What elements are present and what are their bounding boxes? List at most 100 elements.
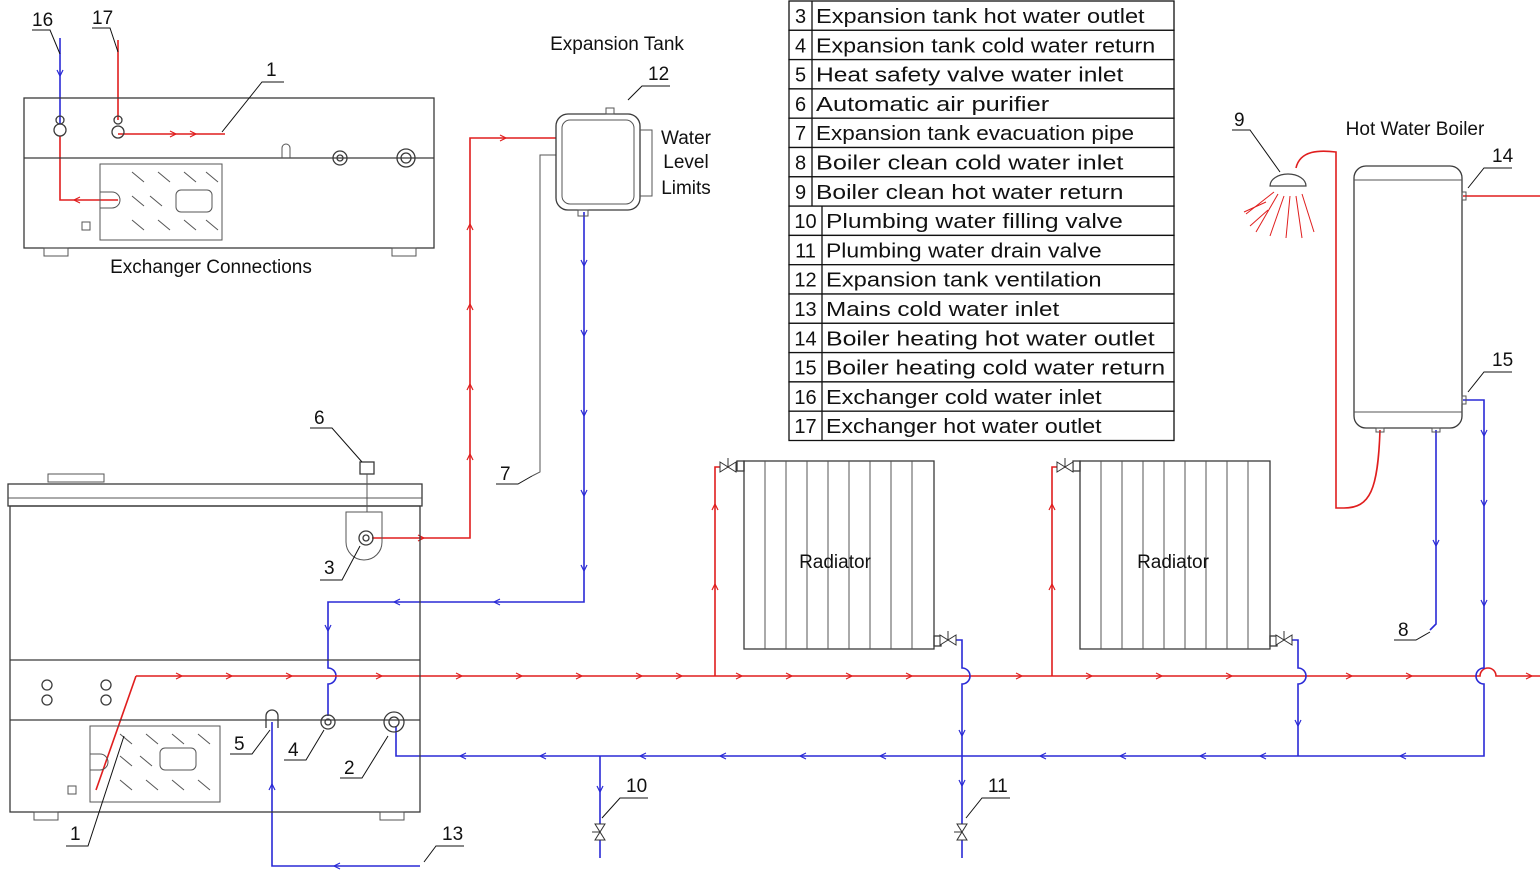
caption-radiator-2: Radiator	[1137, 552, 1209, 573]
caption-water-level-1: Water	[661, 128, 712, 149]
legend-row	[788, 381, 1175, 412]
legend-row	[788, 29, 1175, 61]
caption-water-level-2: Level	[663, 152, 708, 173]
legend-number: 6	[795, 94, 806, 116]
legend-number: 7	[795, 123, 806, 145]
valves	[592, 458, 1293, 841]
callout-10: 10	[626, 776, 647, 797]
legend-row	[788, 264, 1175, 295]
callout-5: 5	[234, 734, 245, 755]
legend-description: Expansion tank ventilation	[826, 270, 1102, 292]
hot-water-boiler	[1353, 165, 1467, 433]
legend-description: Boiler clean hot water return	[816, 182, 1123, 204]
legend-row	[788, 176, 1175, 207]
shower-head-icon	[1243, 173, 1315, 239]
callout-15: 15	[1492, 350, 1513, 371]
legend-description: Boiler heating cold water return	[826, 358, 1165, 380]
grille-slots-bottom	[119, 733, 211, 791]
pipe-radiator1-hot-feed	[714, 466, 730, 676]
legend-row	[788, 58, 1175, 90]
legend-description: Exchanger hot water outlet	[826, 416, 1102, 438]
callout-6: 6	[314, 408, 325, 429]
legend-number: 13	[794, 299, 816, 321]
pipes	[59, 38, 1540, 867]
legend-number: 14	[794, 328, 816, 350]
callout-3: 3	[324, 558, 335, 579]
legend-number: 12	[794, 270, 816, 292]
radiator2-inlet-valve	[1056, 458, 1074, 473]
legend-number: 3	[795, 6, 806, 28]
pipe-expansion-cold-return	[327, 212, 585, 716]
legend-description: Plumbing water drain valve	[826, 240, 1102, 262]
callout-11: 11	[988, 776, 1008, 797]
caption-expansion-tank: Expansion Tank	[550, 34, 684, 55]
legend-row	[788, 205, 1175, 237]
legend-description: Boiler clean cold water inlet	[816, 153, 1124, 175]
filling-valve	[592, 823, 606, 841]
expansion-tank	[555, 107, 653, 217]
callout-9: 9	[1234, 110, 1245, 131]
callout-13: 13	[442, 824, 463, 845]
callout-1-bottom: 1	[70, 824, 81, 845]
callout-2: 2	[344, 758, 355, 779]
callout-8: 8	[1398, 620, 1409, 641]
legend-number: 11	[795, 240, 816, 262]
legend-number: 15	[794, 358, 816, 380]
legend-number: 17	[794, 416, 816, 438]
pipe-exchanger-cold-route	[59, 136, 118, 201]
legend-description: Plumbing water filling valve	[826, 211, 1123, 233]
caption-radiator-1: Radiator	[799, 552, 871, 573]
legend-description: Heat safety valve water inlet	[816, 65, 1124, 87]
pipe-expansion-hot-outlet	[372, 137, 556, 539]
pipe-main-cold-return	[395, 399, 1485, 757]
legend-number: 5	[795, 65, 806, 87]
grille-slots-top	[131, 171, 219, 231]
flow-arrows	[56, 69, 1534, 870]
pipe-boiler-clean-cold	[1429, 430, 1437, 631]
radiator1-outlet-valve	[939, 631, 957, 646]
legend-description: Mains cold water inlet	[826, 299, 1060, 321]
legend-number: 10	[794, 211, 816, 233]
callout-1-top: 1	[266, 60, 277, 81]
legend-number: 8	[795, 153, 806, 175]
legend-description: Expansion tank cold water return	[816, 35, 1155, 57]
legend-row	[788, 0, 1175, 31]
radiator1-inlet-valve	[719, 458, 737, 473]
radiator2-outlet-valve	[1275, 631, 1293, 646]
caption-water-level-3: Limits	[661, 178, 711, 199]
main-boiler	[7, 461, 423, 821]
callout-14: 14	[1492, 146, 1514, 167]
pipe-radiator2-hot-feed	[1051, 466, 1066, 676]
caption-hot-water-boiler: Hot Water Boiler	[1346, 119, 1485, 140]
legend-description: Expansion tank hot water outlet	[816, 6, 1145, 28]
callout-4: 4	[288, 740, 299, 761]
callout-16: 16	[32, 10, 53, 31]
pipe-expansion-evacuation	[531, 154, 556, 477]
legend-number: 16	[794, 387, 816, 409]
legend-number: 4	[795, 35, 806, 57]
drain-valve	[954, 823, 968, 841]
legend-row	[788, 146, 1175, 178]
callout-7: 7	[500, 464, 511, 485]
callouts: 16 17 1 12 6 3 7 5 4 2 1 10 11 13 9 14 1…	[32, 8, 1514, 863]
callout-12: 12	[648, 64, 669, 85]
legend-description: Expansion tank evacuation pipe	[816, 123, 1134, 145]
pipe-radiator1-return	[956, 639, 971, 830]
pipe-radiator2-return	[1292, 639, 1307, 756]
legend-row	[788, 234, 1175, 266]
callout-17: 17	[92, 8, 113, 29]
radiator-2	[1072, 460, 1278, 650]
pipe-main-hot-supply	[136, 667, 1540, 677]
legend-description: Boiler heating hot water outlet	[826, 328, 1155, 350]
legend-row	[788, 410, 1175, 442]
legend-description: Automatic air purifier	[816, 94, 1050, 116]
legend-description: Exchanger cold water inlet	[826, 387, 1102, 409]
legend-row	[788, 351, 1175, 383]
pipe-mains-cold-inlet	[271, 722, 420, 867]
legend-number: 9	[795, 182, 806, 204]
pipe-main-hot-into-boiler	[95, 675, 137, 791]
exchanger-connections-inset	[23, 97, 435, 257]
caption-exchanger-connections: Exchanger Connections	[110, 257, 312, 278]
